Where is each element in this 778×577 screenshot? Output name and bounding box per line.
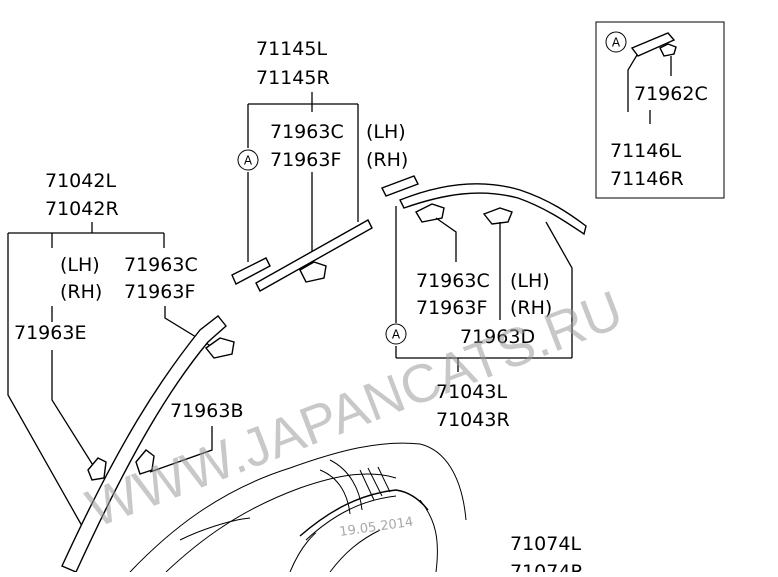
callout-a-right-circle — [385, 323, 407, 345]
roof-molding-71043 — [399, 183, 587, 236]
callout-a-top-letter: A — [244, 154, 253, 168]
label-71074r: 71074R — [510, 561, 584, 572]
callout-a-top-circle — [237, 149, 259, 171]
label-71146l: 71146L — [610, 140, 681, 162]
clip-71963d — [482, 207, 513, 225]
label-71145r: 71145R — [256, 67, 330, 89]
callout-a-inset-circle — [605, 31, 627, 53]
leader-71042-left — [7, 233, 83, 527]
inset-leader-left — [627, 54, 638, 112]
label-71963f-left: 71963F — [124, 281, 195, 303]
label-lh-mid: (LH) — [510, 270, 550, 292]
leader-71963b — [149, 426, 213, 473]
label-71963b: 71963B — [170, 400, 243, 422]
group-71145: 71145L 71145R A 71963C 71963F (LH) (RH) — [231, 38, 408, 292]
group-71042: 71042L 71042R (LH) (RH) 71963C 71963F 71… — [7, 170, 243, 573]
label-71145l: 71145L — [256, 38, 327, 60]
inset-clip — [659, 43, 677, 57]
label-71146r: 71146R — [610, 168, 684, 190]
leader-71963e — [51, 350, 97, 471]
leader-71043-right — [545, 221, 573, 358]
clip-71963cf-top — [299, 261, 327, 283]
label-lh-left: (LH) — [60, 254, 100, 276]
inset-detail-box: A 71962C 71146L 71146R — [595, 21, 725, 199]
label-rh-left: (RH) — [60, 281, 102, 303]
group-71074: 71074L 71074R — [510, 533, 584, 577]
label-71042l: 71042L — [45, 170, 116, 192]
clip-71963b — [135, 449, 155, 475]
label-71963f-mid: 71963F — [416, 297, 487, 319]
a-pillar-molding-71042 — [61, 315, 227, 573]
label-71043l: 71043L — [436, 381, 507, 403]
car-body-outline — [129, 442, 467, 573]
label-rh-top: (RH) — [366, 149, 408, 171]
clip-71963cf-right — [415, 203, 445, 223]
label-71963e: 71963E — [14, 322, 86, 344]
label-71042r: 71042R — [45, 198, 119, 220]
inset-border — [595, 21, 725, 199]
molding-71145 — [255, 219, 373, 292]
label-71962c-inset: 71962C — [634, 83, 708, 105]
clip-71963cf-left — [204, 337, 235, 359]
clip-71963e — [87, 457, 107, 481]
label-71963c-left: 71963C — [124, 254, 198, 276]
label-71963c-top: 71963C — [270, 121, 344, 143]
label-lh-top: (LH) — [366, 121, 406, 143]
callout-a-right-letter: A — [392, 328, 401, 342]
label-71043r: 71043R — [436, 409, 510, 431]
group-71043: A 71963C 71963F (LH) (RH) 71963D 71043L … — [381, 175, 587, 431]
label-71963d: 71963D — [460, 326, 535, 348]
label-71963f-top: 71963F — [270, 149, 341, 171]
molding-small-right — [381, 175, 419, 197]
callout-a-inset-letter: A — [612, 36, 621, 50]
leader-71963cf-right — [435, 217, 457, 262]
label-rh-mid: (RH) — [510, 297, 552, 319]
inset-molding-piece — [630, 32, 676, 57]
label-71963c-mid: 71963C — [416, 270, 490, 292]
molding-front-small — [231, 257, 271, 285]
label-71074l: 71074L — [510, 533, 581, 555]
